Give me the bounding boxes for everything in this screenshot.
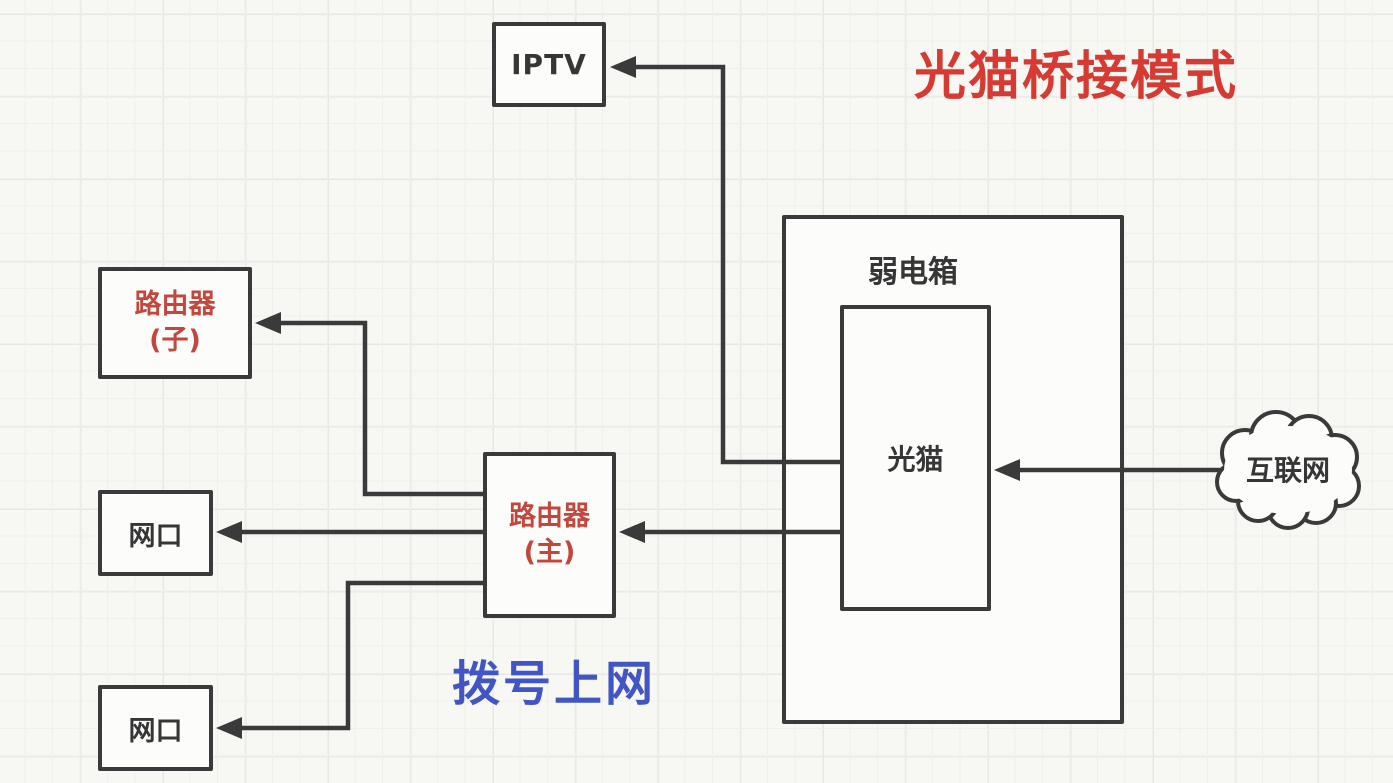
iptv-node: IPTV: [492, 22, 606, 107]
router-main-label-line2: (主): [523, 537, 576, 568]
network-port-top-node: 网口: [98, 490, 213, 576]
edge-router-main-to-router-child: [255, 312, 483, 497]
network-port-bottom-node: 网口: [98, 685, 213, 771]
optical-modem-node: 光猫: [840, 305, 991, 611]
optical-modem-label: 光猫: [887, 443, 944, 476]
router-child-label-line1: 路由器: [134, 288, 216, 320]
network-port-bottom-label: 网口: [128, 715, 183, 747]
router-main-node: 路由器 (主): [483, 452, 616, 618]
iptv-label: IPTV: [511, 48, 587, 81]
diagram-title: 光猫桥接模式: [914, 47, 1239, 107]
internet-label: 互联网: [1246, 454, 1330, 487]
router-child-node: 路由器 (子): [98, 267, 252, 379]
weak-current-box-label: 弱电箱: [868, 255, 958, 290]
edge-router-main-to-port-bottom: [216, 580, 483, 739]
internet-cloud-node: 互联网: [1215, 410, 1361, 530]
edge-router-main-to-port-top: [216, 521, 483, 543]
router-main-label-line1: 路由器: [509, 500, 590, 532]
router-child-label-line2: (子): [149, 325, 201, 356]
dialup-caption: 拨号上网: [452, 656, 657, 712]
network-port-top-label: 网口: [128, 520, 183, 552]
